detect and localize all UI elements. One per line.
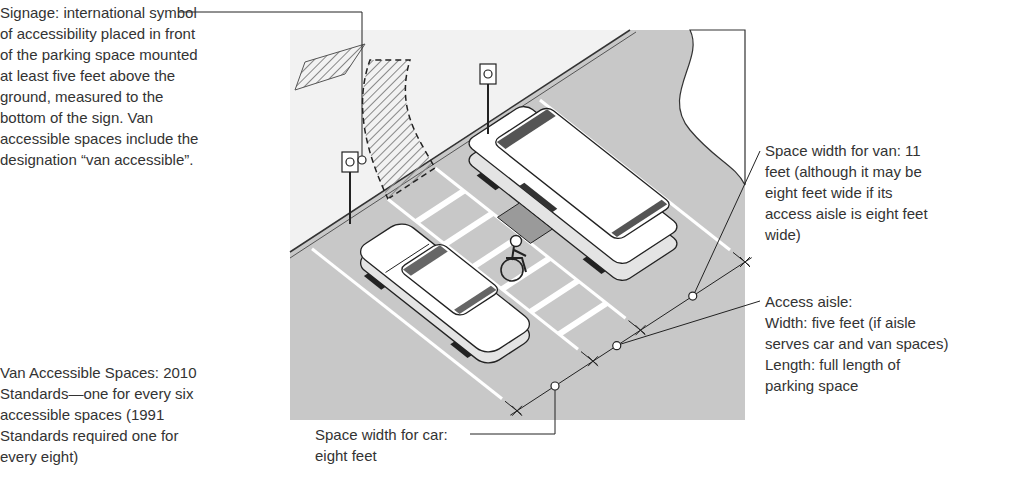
wheelchair-user-head bbox=[511, 236, 522, 247]
sign-pole bbox=[487, 84, 489, 134]
car-rear-window bbox=[454, 286, 496, 314]
aisle-stripe bbox=[445, 213, 493, 244]
callout-text: Width: five feet (if aisle serves car an… bbox=[765, 312, 950, 354]
van-roof bbox=[492, 106, 673, 241]
dimension-line bbox=[510, 258, 751, 416]
accessibility-sign bbox=[342, 152, 358, 172]
car-roof bbox=[398, 242, 501, 318]
leader-dot bbox=[689, 292, 697, 300]
callout-text: Van Accessible Spaces: 2010 Standards—on… bbox=[0, 362, 210, 467]
aisle-stripe bbox=[559, 303, 607, 334]
crosswalk-patch bbox=[295, 44, 365, 90]
callout-text: Access aisle: bbox=[765, 291, 950, 312]
leader-line bbox=[695, 151, 760, 292]
leader-line bbox=[621, 301, 760, 344]
callout-text: Space width for van: 11 feet (although i… bbox=[765, 140, 943, 245]
callout-text: Space width for car: eight feet bbox=[315, 424, 475, 466]
accessibility-symbol bbox=[484, 70, 492, 78]
callout-text: Length: full length of parking space bbox=[765, 354, 950, 396]
leader-dot bbox=[551, 382, 559, 390]
wheelchair-user bbox=[506, 246, 526, 272]
asphalt bbox=[290, 30, 745, 420]
callout-text: Signage: international symbol of accessi… bbox=[0, 2, 200, 170]
van-rear-window bbox=[611, 200, 667, 237]
accessibility-symbol bbox=[346, 158, 354, 166]
aisle-stripe bbox=[502, 258, 550, 289]
van-windshield bbox=[497, 109, 556, 149]
leader-dot bbox=[613, 342, 621, 350]
curb-ramp bbox=[363, 60, 435, 199]
wheelchair-wheel bbox=[501, 259, 523, 281]
aisle-stripe bbox=[417, 191, 465, 222]
car-body bbox=[354, 219, 536, 356]
aisle-stripe bbox=[531, 281, 579, 312]
leader-line bbox=[470, 390, 555, 434]
accessibility-sign bbox=[480, 64, 496, 84]
grass-area bbox=[679, 30, 745, 185]
van-cabin bbox=[492, 106, 673, 241]
car-windshield bbox=[403, 245, 448, 275]
van-upper bbox=[464, 103, 681, 266]
sign-pole bbox=[349, 170, 351, 224]
dimension-tick bbox=[512, 257, 750, 416]
car-upper bbox=[354, 219, 536, 356]
car-cabin bbox=[398, 242, 501, 318]
leader-line bbox=[178, 12, 362, 156]
leader-dot bbox=[358, 156, 366, 164]
van-lift bbox=[497, 203, 552, 243]
van-body bbox=[464, 103, 681, 266]
